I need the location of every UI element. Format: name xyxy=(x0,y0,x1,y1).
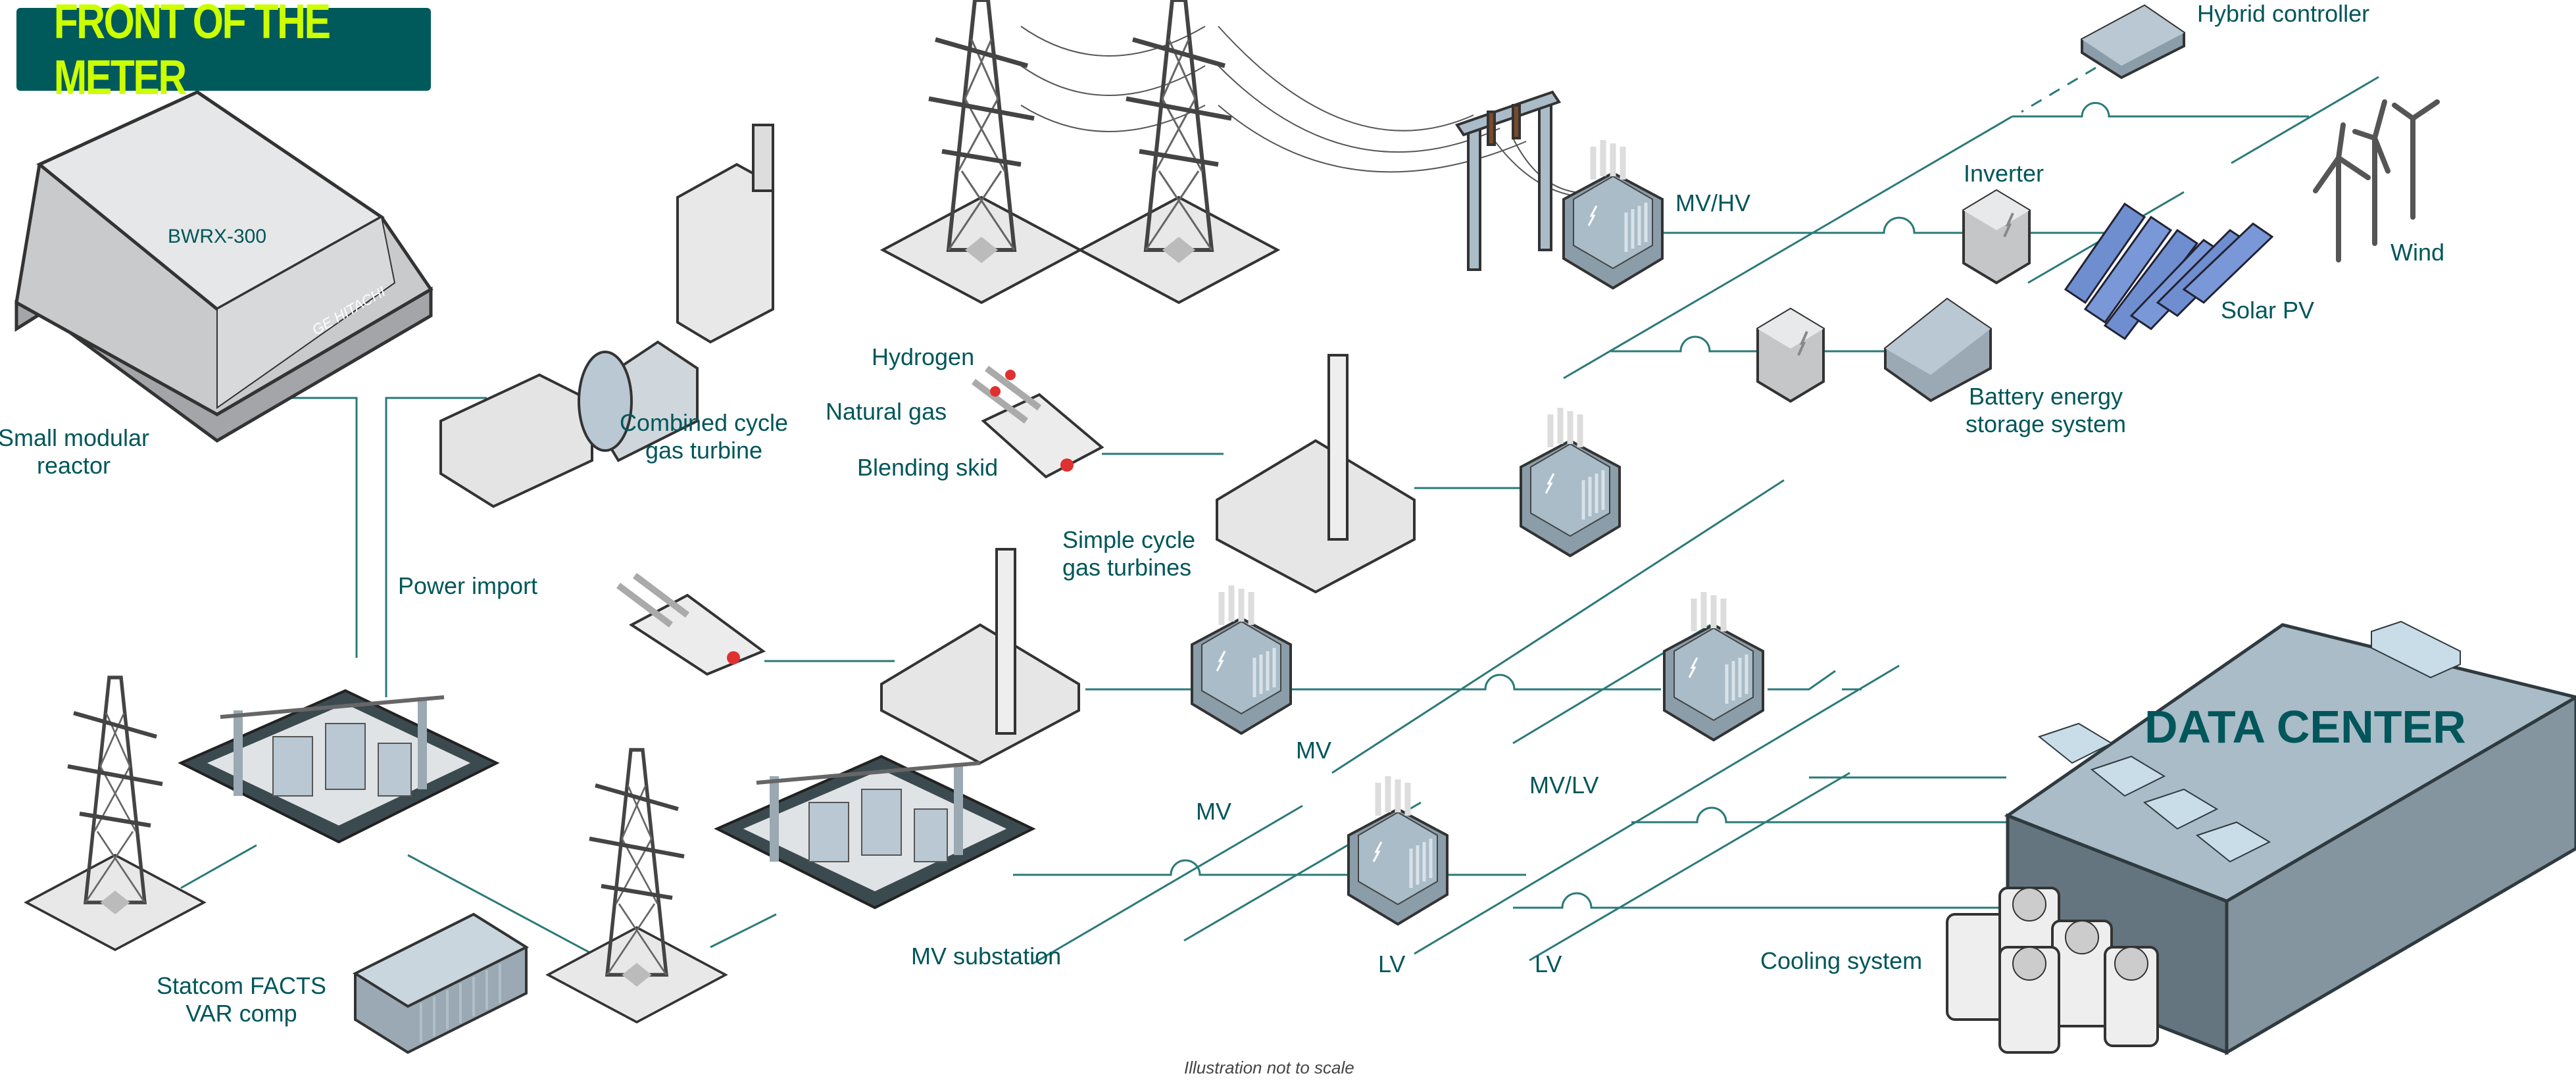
bus-diagonal-3 xyxy=(1414,664,1900,955)
blending-skid xyxy=(972,366,1104,479)
line-bess xyxy=(1611,335,1885,353)
line-sub-lv xyxy=(1013,859,1526,876)
mv-substation xyxy=(717,756,1033,908)
transmission-tower-2 xyxy=(1080,0,1277,303)
label-line: storage system xyxy=(1965,410,2127,437)
label-mv-lv: MV/LV xyxy=(1529,772,1599,799)
label-hydrogen: Hydrogen xyxy=(872,343,975,370)
page-title: FRONT OF THE METER xyxy=(53,0,331,105)
transmission-tower-4 xyxy=(548,750,726,1022)
label-mv-2: MV xyxy=(1196,798,1231,825)
label-small-modular-reactor: Small modular reactor xyxy=(0,424,149,480)
line-controller-bus xyxy=(2012,102,2309,118)
blending-skid-2 xyxy=(616,573,766,676)
combined-cycle-gas-turbine xyxy=(439,124,774,508)
label-line: gas turbine xyxy=(645,437,763,464)
hv-substation xyxy=(181,691,497,842)
label-line: Combined cycle xyxy=(619,409,789,436)
dashed-control-link xyxy=(2021,66,2096,113)
inverter-box xyxy=(1962,189,2031,284)
line-mvhv-inverter xyxy=(1658,216,2112,234)
tower2-sub2-line xyxy=(710,913,777,949)
wind-bus-diagonal xyxy=(2231,76,2379,164)
label-inverter: Inverter xyxy=(1964,160,2044,187)
bus-diagonal-mv xyxy=(1032,804,1303,965)
simple-cycle-gas-turbine-1 xyxy=(1216,354,1416,594)
statcom-unit xyxy=(352,912,530,1054)
label-simple-cycle-gas-turbines: Simple cycle gas turbines xyxy=(1062,526,1195,581)
bus-diagonal-1 xyxy=(1331,479,1785,774)
label-line: Battery energy xyxy=(1968,383,2123,410)
label-power-import: Power import xyxy=(398,572,538,599)
transmission-tower-1 xyxy=(883,0,1080,303)
power-import-line xyxy=(385,397,487,697)
label-blending-skid: Blending skid xyxy=(857,454,999,481)
mv-transformer xyxy=(1192,585,1291,733)
mv-hv-transformer xyxy=(1564,140,1662,288)
label-wind: Wind xyxy=(2390,239,2445,266)
smr-feed-line xyxy=(276,397,358,658)
line-dc-2 xyxy=(1631,806,2006,824)
bess-inverter-box xyxy=(1756,308,1825,403)
data-center-building xyxy=(2004,620,2576,1056)
sub-statcom-line xyxy=(407,854,593,955)
lv-transformer xyxy=(1349,776,1447,924)
label-line: VAR comp xyxy=(186,1000,297,1027)
label-line: Small modular xyxy=(0,424,150,451)
label-line: reactor xyxy=(36,452,111,479)
label-statcom: Statcom FACTS VAR comp xyxy=(157,972,326,1027)
label-mv-hv: MV/HV xyxy=(1675,189,1751,216)
title-banner: FRONT OF THE METER xyxy=(16,0,431,105)
data-center-title: DATA CENTER xyxy=(2144,701,2466,752)
cooling-system-units xyxy=(1946,887,2159,1054)
grid-bus-diagonal xyxy=(1563,115,2013,380)
tower-sub-line xyxy=(180,844,257,889)
label-line: gas turbines xyxy=(1062,554,1192,581)
smr-model-label: BWRX-300 xyxy=(168,226,267,247)
bus-diagonal-4 xyxy=(1529,772,1850,962)
footnote: Illustration not to scale xyxy=(1184,1058,1354,1077)
hybrid-controller-box xyxy=(2081,4,2185,80)
label-mv: MV xyxy=(1296,737,1331,764)
label-solar-pv: Solar PV xyxy=(2221,297,2315,324)
label-ccgt: Combined cycle gas turbine xyxy=(620,409,788,464)
label-line: Simple cycle xyxy=(1062,526,1196,553)
line-scgt-mv xyxy=(1085,670,1862,691)
label-hybrid-controller: Hybrid controller xyxy=(2197,0,2370,27)
transmission-tower-3 xyxy=(26,678,204,950)
mv-lv-transformer xyxy=(1664,592,1763,740)
hv-gantry xyxy=(1454,90,1562,271)
line-dc-3 xyxy=(1513,892,2006,909)
label-battery-energy-storage-system: Battery energy storage system xyxy=(1966,383,2126,438)
label-cooling-system: Cooling system xyxy=(1760,947,1923,974)
label-lv: LV xyxy=(1378,950,1406,977)
solar-pv-array xyxy=(2064,202,2274,341)
wind-turbines xyxy=(2313,99,2440,262)
small-modular-reactor: GE HITACHI xyxy=(14,90,433,443)
label-natural-gas: Natural gas xyxy=(826,398,947,425)
label-lv-2: LV xyxy=(1535,950,1562,977)
simple-cycle-gas-turbine-2 xyxy=(880,548,1080,765)
battery-storage-unit xyxy=(1884,297,1992,403)
label-mv-substation: MV substation xyxy=(911,943,1062,970)
label-line: Statcom FACTS xyxy=(156,972,327,999)
transformer-ccgt xyxy=(1521,408,1620,556)
